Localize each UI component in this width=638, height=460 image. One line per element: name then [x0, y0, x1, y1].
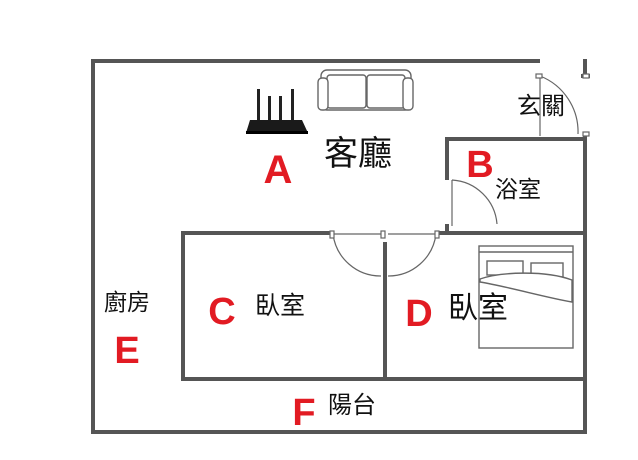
door-hinge-cd — [380, 230, 386, 239]
room-label-balcony: 陽台 — [328, 391, 376, 419]
zone-letter-a: A — [264, 148, 293, 192]
room-labels: 客廳 浴室 臥室 臥室 廚房 陽台 玄關 — [104, 92, 565, 419]
bed-icon — [478, 245, 574, 349]
walls — [91, 59, 590, 434]
zone-letter-f: F — [292, 392, 315, 434]
zone-letters: A B C D E F — [114, 144, 493, 434]
bedroom-c-door — [332, 233, 382, 277]
entrance-hinge-bottom — [582, 131, 590, 137]
zone-letter-e: E — [114, 330, 139, 372]
bedroom-d-door — [387, 233, 437, 277]
room-label-kitchen: 廚房 — [104, 290, 150, 316]
outer-wall-left-top — [91, 59, 540, 434]
room-label-bedroom-d: 臥室 — [448, 291, 508, 326]
zone-letter-b: B — [466, 144, 493, 186]
door-hinge-c — [329, 230, 335, 239]
entrance-door — [539, 75, 579, 136]
sofa-icon — [317, 69, 414, 111]
router-icon — [246, 89, 308, 134]
entrance-hinge-right — [582, 73, 590, 79]
door-hinge-d — [434, 230, 440, 239]
zone-letter-c: C — [208, 291, 235, 333]
bathroom-door — [451, 179, 498, 226]
room-label-entrance: 玄關 — [517, 92, 565, 120]
room-label-bathroom: 浴室 — [495, 177, 541, 203]
zone-letter-d: D — [405, 293, 432, 335]
room-label-living: 客廳 — [324, 134, 392, 174]
room-label-bedroom-c: 臥室 — [255, 291, 305, 320]
door-swing-icon — [329, 73, 590, 277]
entrance-hinge-top — [535, 73, 543, 79]
